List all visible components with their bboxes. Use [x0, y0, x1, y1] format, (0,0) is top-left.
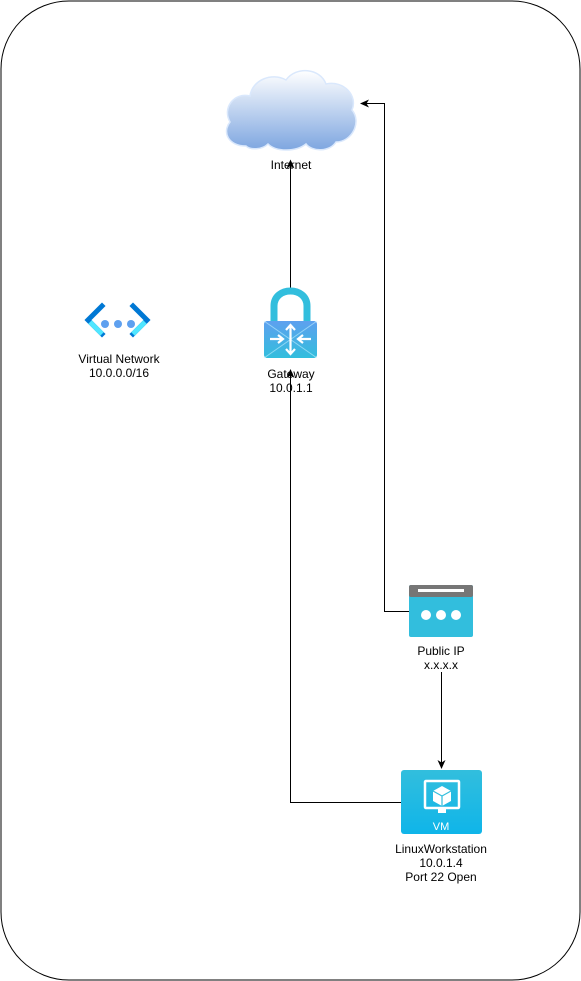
vpn-gateway-icon [263, 287, 318, 359]
cloud-icon [225, 70, 357, 151]
edge-vm-gateway [286, 369, 401, 803]
gateway-label-title: Gateway [267, 367, 315, 381]
vnet-label-title: Virtual Network [78, 352, 160, 366]
public-ip-label: Public IP x.x.x.x [391, 644, 491, 672]
vnet-label: Virtual Network 10.0.0.0/16 [59, 352, 179, 380]
internet-label: Internet [241, 158, 341, 172]
public-ip-icon [409, 585, 473, 637]
vm-label-title: LinuxWorkstation [395, 842, 487, 856]
gateway-label: Gateway 10.0.1.1 [241, 367, 341, 395]
gateway-label-ip: 10.0.1.1 [269, 381, 313, 395]
vm-badge: VM [433, 821, 450, 833]
internet-label-text: Internet [270, 158, 312, 172]
connectors [286, 99, 446, 803]
virtual-machine-icon: VM [401, 770, 482, 834]
vnet-label-cidr: 10.0.0.0/16 [88, 366, 150, 380]
virtual-network-icon [84, 302, 151, 338]
vm-label: LinuxWorkstation 10.0.1.4 Port 22 Open [381, 842, 501, 884]
edge-publicip-internet [360, 99, 409, 612]
vm-label-note: Port 22 Open [405, 870, 477, 884]
vm-label-ip: 10.0.1.4 [419, 856, 463, 870]
public-ip-label-ip: x.x.x.x [423, 658, 458, 672]
public-ip-label-title: Public IP [417, 644, 465, 658]
